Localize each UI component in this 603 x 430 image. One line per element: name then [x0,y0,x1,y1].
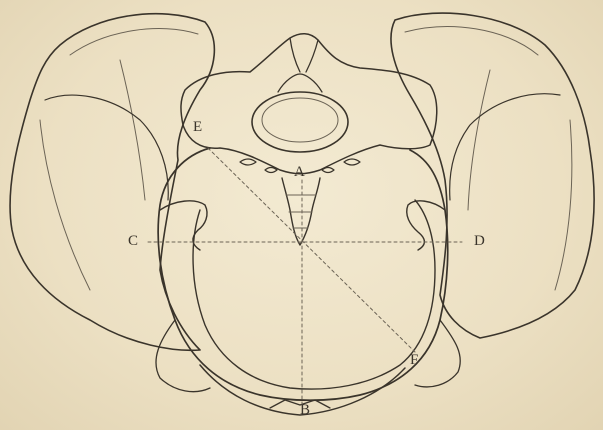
oblique-diameter [208,148,415,352]
left-iliac-inner-line [45,95,168,200]
label-a: A [294,165,305,180]
right-iliac-rim-hatching [405,27,572,290]
label-f: F [410,353,418,368]
vertebral-body [252,92,348,152]
right-iliac-inner-line [450,94,560,200]
left-iliac-wing [10,14,214,351]
left-ischium [156,320,210,392]
left-iliac-rim-hatching [40,29,198,290]
sacrum-upper-body [181,34,437,174]
pelvic-outlet-outline [193,200,435,389]
right-iliac-wing [391,13,594,338]
label-b: B [300,403,310,418]
vertebral-canal [278,74,322,92]
left-ischial-spine [160,201,207,250]
label-d: D [474,234,485,249]
label-e: E [193,120,202,135]
pelvic-inlet-outline [158,148,448,400]
spinous-process [290,38,318,72]
coccyx-segments [286,195,316,228]
right-ischial-spine [407,201,445,250]
vertebral-body-inner [262,98,338,142]
label-c: C [128,234,138,249]
